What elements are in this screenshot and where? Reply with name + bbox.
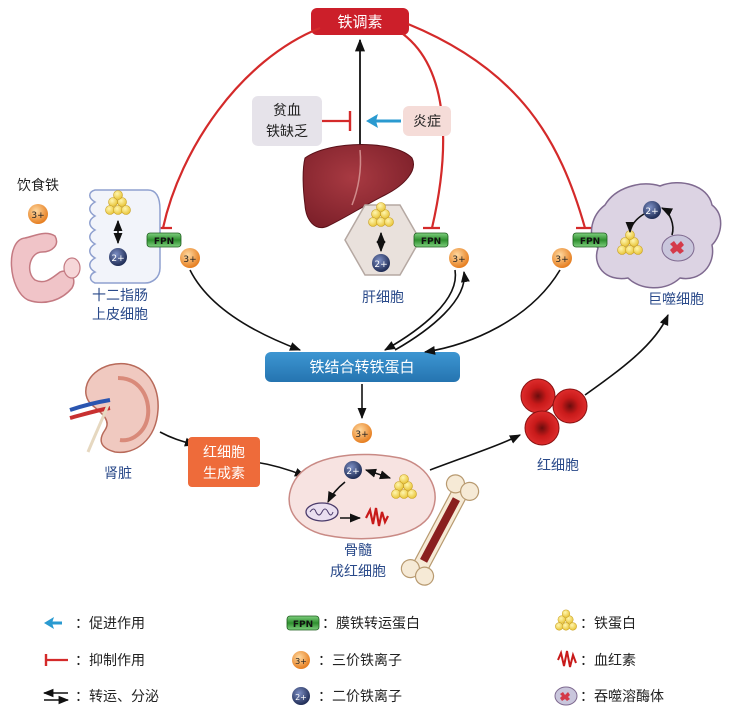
legend-inhibit-icon [44, 654, 68, 666]
hepatocyte-fe2-icon: 2+ [372, 254, 390, 272]
legend-lysosome-label: ：吞噬溶酶体 [580, 689, 664, 705]
duodenal-fe3-icon: 3+ [180, 248, 200, 268]
svg-text:2+: 2+ [374, 260, 387, 270]
macrophage-ferritin-icon [617, 230, 643, 255]
inflammation-box: 炎症 [403, 106, 451, 136]
svg-text:3+: 3+ [555, 255, 568, 265]
legend-promote-label: ：促进作用 [75, 616, 145, 632]
legend-fe2-icon: 2+ [292, 687, 310, 705]
inflammation-label: 炎症 [413, 114, 441, 130]
macrophage-fe2-icon: 2+ [643, 201, 661, 219]
legend-fpn-label: ：膜铁转运蛋白 [322, 616, 420, 632]
erythroblast-ferritin-icon [391, 474, 417, 499]
legend-fpn-icon: FPN [286, 615, 320, 631]
erythroblast-fe2-icon: 2+ [344, 461, 362, 479]
svg-text:FPN: FPN [154, 237, 174, 247]
svg-text:3+: 3+ [295, 657, 307, 666]
legend-fe3-label: ：三价铁离子 [318, 652, 402, 669]
rbc-label: 红细胞 [537, 458, 579, 474]
macrophage-fe3-icon: 3+ [552, 248, 572, 268]
duodenal-fpn: FPN [146, 232, 182, 248]
duodenal-ferritin-icon [105, 190, 131, 215]
marrow-label-line1: 骨髓 [344, 543, 372, 559]
diet-iron-label: 饮食铁 [17, 177, 59, 194]
legend-ferritin-icon [555, 609, 577, 631]
legend-ferritin-label: ：铁蛋白 [580, 616, 636, 632]
legend: ：促进作用 ：抑制作用 ：转运、分泌 FPN ：膜铁转运蛋白 3+ ：三价铁离子… [42, 609, 664, 706]
svg-text:FPN: FPN [293, 620, 313, 630]
svg-text:3+: 3+ [452, 255, 465, 265]
epo-label-line2: 生成素 [203, 466, 245, 482]
red-blood-cells [520, 378, 588, 446]
legend-fe2-label: ：二价铁离子 [318, 688, 402, 705]
epo-label-line1: 红细胞 [203, 445, 245, 461]
anemia-label-line1: 贫血 [273, 103, 301, 119]
diet-iron-fe3-icon: 3+ [28, 204, 48, 224]
kidney-label: 肾脏 [104, 466, 132, 482]
mitochondrion-icon [305, 502, 339, 522]
svg-text:2+: 2+ [295, 693, 307, 702]
legend-transport-icon [42, 688, 70, 705]
anemia-box: 贫血 铁缺乏 [252, 96, 322, 146]
svg-text:3+: 3+ [355, 430, 368, 440]
legend-transport-label: ：转运、分泌 [75, 689, 159, 705]
hepatocyte-fe3-icon: 3+ [449, 248, 469, 268]
svg-text:FPN: FPN [421, 237, 441, 247]
duodenal-fe2-icon: 2+ [109, 248, 127, 266]
svg-text:3+: 3+ [183, 255, 196, 265]
hepcidin-title: 铁调素 [337, 13, 382, 31]
epo-box: 红细胞 生成素 [188, 437, 260, 487]
legend-heme-icon [557, 649, 577, 668]
svg-text:FPN: FPN [580, 237, 600, 247]
svg-text:3+: 3+ [31, 211, 44, 221]
transferrin-fe3-icon: 3+ [352, 423, 372, 443]
macrophage-lysosome-icon [661, 234, 695, 262]
macrophage-cell [590, 182, 722, 289]
bone-illustration [400, 474, 480, 586]
legend-heme-label: ：血红素 [580, 653, 636, 669]
legend-inhibit-label: ：抑制作用 [75, 653, 145, 669]
svg-text:2+: 2+ [346, 467, 359, 477]
svg-text:2+: 2+ [111, 254, 124, 264]
kidney-illustration [69, 362, 159, 454]
svg-text:2+: 2+ [645, 207, 658, 217]
hepatocyte-label: 肝细胞 [362, 290, 404, 306]
anemia-label-line2: 铁缺乏 [266, 124, 308, 140]
marrow-label-line2: 成红细胞 [330, 564, 386, 580]
hepcidin-box: 铁调素 [311, 8, 409, 35]
inflammation-promote-arrow [366, 114, 401, 128]
duodenum-illustration [10, 232, 75, 304]
macrophage-fpn: FPN [572, 232, 608, 248]
transferrin-box: 铁结合转铁蛋白 [265, 352, 460, 382]
hepatocyte-fpn: FPN [413, 232, 449, 248]
transferrin-label: 铁结合转铁蛋白 [309, 358, 414, 376]
legend-promote-icon [44, 617, 62, 629]
hepatocyte-ferritin-icon [368, 202, 394, 227]
duodenal-label-line1: 十二指肠 [92, 288, 148, 304]
duodenal-label-line2: 上皮细胞 [92, 307, 148, 323]
legend-lysosome-icon [554, 686, 578, 706]
legend-fe3-icon: 3+ [292, 651, 310, 669]
erythroblast-heme-icon [365, 506, 389, 527]
macrophage-label: 巨噬细胞 [648, 292, 704, 308]
